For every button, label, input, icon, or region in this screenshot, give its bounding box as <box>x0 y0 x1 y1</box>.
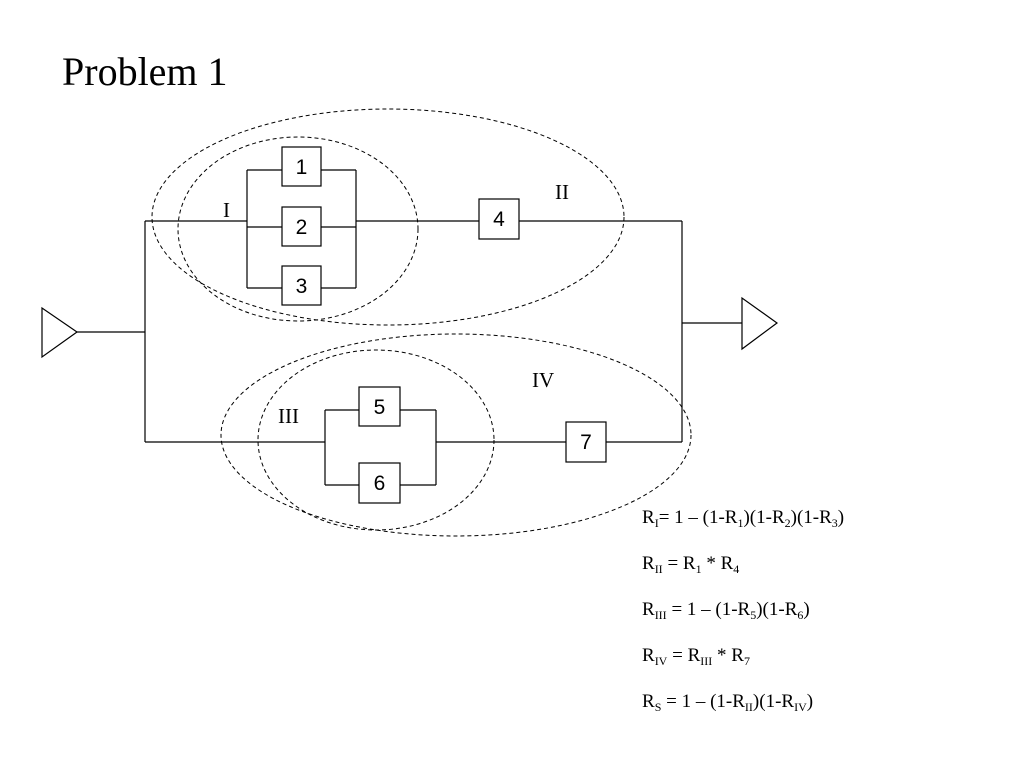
subscript: 7 <box>743 654 750 668</box>
subscript: III <box>654 608 667 622</box>
subscript: II <box>744 700 753 714</box>
group-label-IV: IV <box>532 368 554 392</box>
box-label-2: 2 <box>296 216 308 239</box>
input-triangle <box>41 306 79 359</box>
group-ellipse-IV <box>220 333 692 537</box>
component-box-6 <box>358 462 401 504</box>
subscript: 1 <box>737 516 744 530</box>
component-box-5 <box>358 386 401 427</box>
formula-r-i: RI= 1 – (1-R1)(1-R2)(1-R3) <box>642 507 845 530</box>
component-box-3 <box>281 265 322 306</box>
group-label-II: II <box>555 180 569 204</box>
formula-r-iv: RIV = RIII * R7 <box>642 645 750 668</box>
subscript: 2 <box>784 516 791 530</box>
subscript: 5 <box>750 608 757 622</box>
subscript: II <box>654 562 663 576</box>
formula-r-s: RS = 1 – (1-RII)(1-RIV) <box>642 691 814 714</box>
box-label-6: 6 <box>374 472 386 495</box>
subscript: IV <box>794 700 807 714</box>
group-ellipse-III <box>257 349 495 531</box>
subscript: 3 <box>831 516 838 530</box>
wiring <box>77 169 742 486</box>
formula-r-iii: RIII = 1 – (1-R5)(1-R6) <box>642 599 810 622</box>
group-label-I: I <box>223 198 230 222</box>
subscript: III <box>700 654 713 668</box>
component-box-4 <box>478 198 520 240</box>
subscript: IV <box>654 654 668 668</box>
component-box-1 <box>281 146 322 187</box>
formula-list: RI= 1 – (1-R1)(1-R2)(1-R3) RII = R1 * R4… <box>642 504 844 734</box>
group-ellipse-II <box>151 108 625 326</box>
group-label-III: III <box>278 404 299 428</box>
box-label-3: 3 <box>296 275 308 298</box>
box-label-1: 1 <box>296 156 308 179</box>
box-label-5: 5 <box>374 396 386 419</box>
box-label-4: 4 <box>493 208 505 231</box>
subscript: 1 <box>695 562 702 576</box>
box-label-7: 7 <box>580 431 592 454</box>
component-box-7 <box>565 421 607 463</box>
formula-r-ii: RII = R1 * R4 <box>642 553 740 576</box>
subscript: 4 <box>733 562 740 576</box>
subscript: S <box>654 700 662 714</box>
group-ellipse-I <box>177 136 419 322</box>
subscript: I <box>654 516 659 530</box>
output-triangle <box>741 296 779 351</box>
page-title: Problem 1 <box>62 49 228 94</box>
subscript: 6 <box>797 608 804 622</box>
component-box-2 <box>281 206 322 247</box>
